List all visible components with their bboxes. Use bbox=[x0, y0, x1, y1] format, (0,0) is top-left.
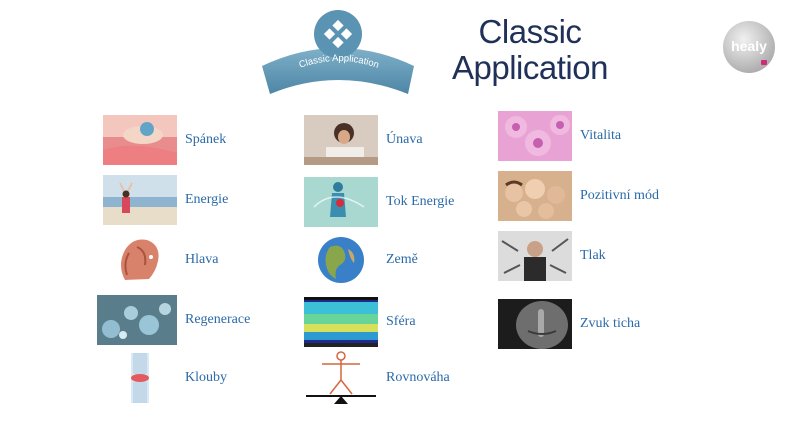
happy-group-image bbox=[498, 171, 572, 221]
logo-pink-dot-icon bbox=[761, 60, 767, 65]
finger-on-lips-image bbox=[498, 299, 572, 349]
app-item-tlak[interactable]: Tlak bbox=[498, 230, 606, 282]
app-item-hlava[interactable]: Hlava bbox=[103, 234, 218, 286]
app-item-label: Zvuk ticha bbox=[580, 316, 641, 331]
energy-flow-body-image bbox=[304, 177, 378, 227]
app-item-label: Tok Energie bbox=[386, 194, 455, 209]
app-item-tok-energie[interactable]: Tok Energie bbox=[304, 176, 454, 228]
app-item-label: Únava bbox=[386, 132, 423, 147]
logo-text: healy bbox=[731, 38, 767, 54]
app-item-label: Spánek bbox=[185, 132, 227, 147]
app-item-label: Klouby bbox=[185, 370, 227, 385]
app-item-label: Regenerace bbox=[185, 312, 251, 327]
page-title-line2: Application bbox=[452, 49, 608, 86]
page-title-line1: Classic bbox=[478, 13, 582, 50]
app-item-label: Pozitivní mód bbox=[580, 188, 659, 203]
head-anatomy-image bbox=[103, 235, 177, 285]
pink-cells-image bbox=[498, 111, 572, 161]
app-item-sfera[interactable]: Sféra bbox=[304, 296, 416, 348]
stressed-man-image bbox=[498, 231, 572, 281]
app-item-label: Rovnováha bbox=[386, 370, 450, 385]
app-item-label: Energie bbox=[185, 192, 229, 207]
classic-application-badge: Classic Application bbox=[262, 8, 414, 98]
earth-globe-image bbox=[304, 235, 378, 285]
app-item-vitalita[interactable]: Vitalita bbox=[498, 110, 621, 162]
app-item-zvuk-ticha[interactable]: Zvuk ticha bbox=[498, 298, 640, 350]
app-item-pozitivni-mod[interactable]: Pozitivní mód bbox=[498, 170, 659, 222]
app-item-label: Země bbox=[386, 252, 418, 267]
app-item-regenerace[interactable]: Regenerace bbox=[97, 294, 250, 346]
balance-figure-image bbox=[304, 350, 378, 406]
page-title: Classic Application bbox=[452, 14, 608, 86]
knee-joint-image bbox=[103, 353, 177, 403]
app-item-zeme[interactable]: Země bbox=[304, 234, 418, 286]
app-item-label: Tlak bbox=[580, 248, 606, 263]
app-item-spanek[interactable]: Spánek bbox=[103, 114, 226, 166]
app-item-label: Hlava bbox=[185, 252, 219, 267]
app-item-rovnovaha[interactable]: Rovnováha bbox=[304, 350, 450, 406]
energetic-woman-beach-image bbox=[103, 175, 177, 225]
cells-bubbles-image bbox=[97, 295, 177, 345]
app-item-klouby[interactable]: Klouby bbox=[103, 352, 227, 404]
healy-logo: healy bbox=[722, 20, 776, 74]
app-item-label: Vitalita bbox=[580, 128, 622, 143]
sleeping-woman-image bbox=[103, 115, 177, 165]
app-item-label: Sféra bbox=[386, 314, 416, 329]
spectrogram-image bbox=[304, 297, 378, 347]
app-item-unava[interactable]: Únava bbox=[304, 114, 423, 166]
app-item-energie[interactable]: Energie bbox=[103, 174, 228, 226]
tired-woman-image bbox=[304, 115, 378, 165]
